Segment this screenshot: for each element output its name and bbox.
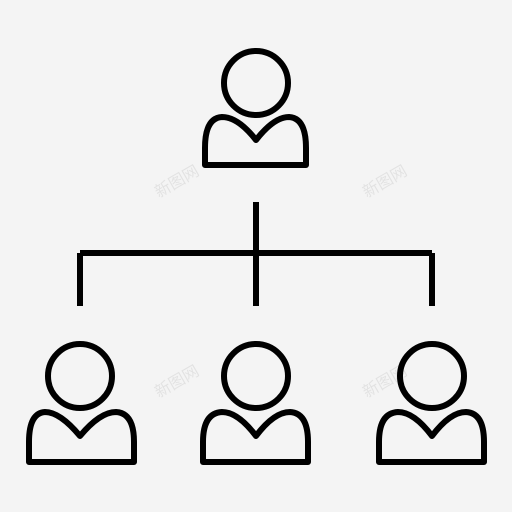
connector-lines [77,202,435,306]
top-person-body [202,114,309,168]
bottom-right-person-body [376,409,487,465]
bottom-middle-person-head [221,341,291,411]
bottom-right-person-head [397,341,467,411]
top-person-icon [202,48,309,168]
bottom-middle-person-body [200,409,311,465]
bottom-left-person-body [26,409,137,465]
bottom-left-person-icon [26,341,137,465]
bottom-middle-person-icon [200,341,311,465]
bottom-left-person-head [45,341,115,411]
top-person-head [221,48,291,118]
bottom-right-person-icon [376,341,487,465]
